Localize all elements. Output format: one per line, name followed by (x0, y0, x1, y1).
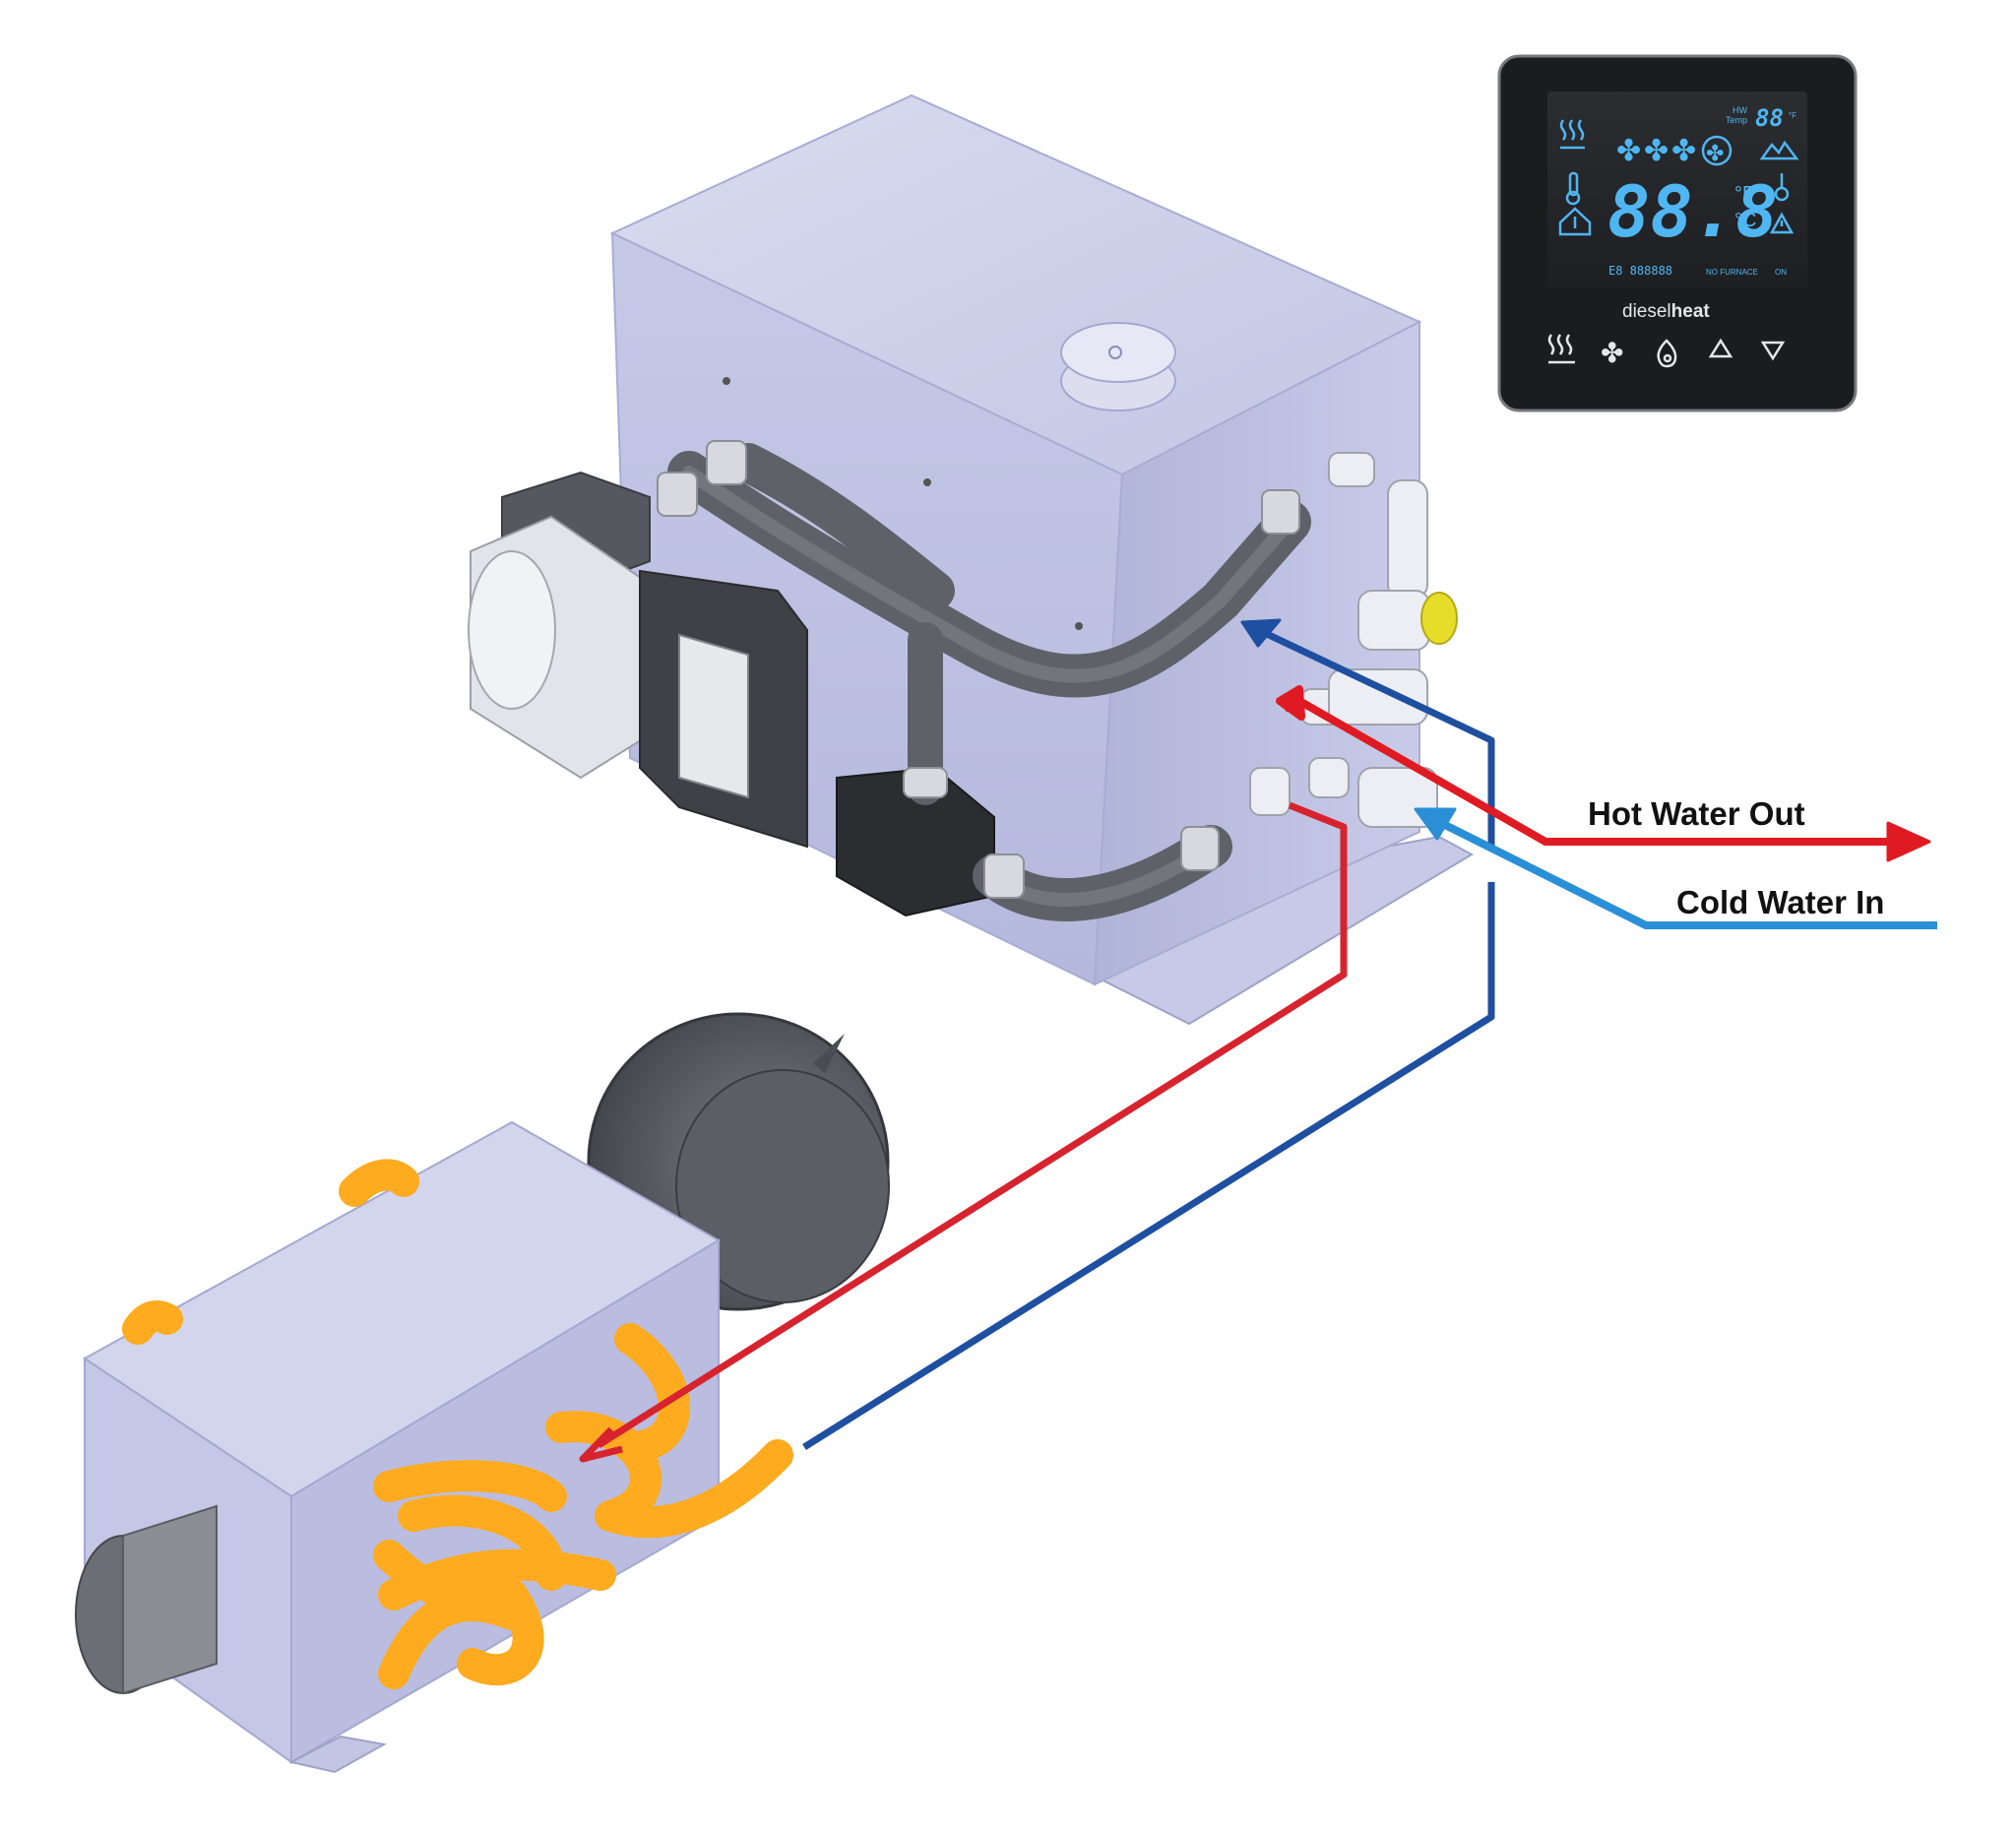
yellow-valve-cap (1420, 592, 1458, 645)
grey-hoses (667, 443, 1311, 921)
fan-circle-icon: ✤ (1701, 135, 1732, 166)
svg-text:✤: ✤ (1671, 135, 1696, 167)
temp-label: Temp (1726, 115, 1747, 125)
flame-button[interactable] (1657, 339, 1677, 368)
house-icon (1558, 207, 1592, 236)
down-arrow-button[interactable] (1760, 341, 1786, 361)
hot-water-out-line (1276, 685, 1931, 862)
small-temp-units: °F (1789, 111, 1796, 120)
hose-clamps (657, 440, 1300, 899)
on-indicator: ON (1775, 268, 1787, 277)
small-temp-digits: 88 (1755, 104, 1784, 132)
heat-icon (1559, 119, 1585, 150)
hw-label: HW (1732, 105, 1747, 115)
hot-water-out-label: Hot Water Out (1588, 795, 1805, 832)
up-arrow-button[interactable] (1708, 338, 1733, 358)
heat-exchanger-box (75, 1120, 721, 1774)
unit-celsius: °C (1734, 210, 1756, 231)
svg-text:✤: ✤ (1616, 135, 1641, 167)
hot-water-supply-line (579, 801, 1348, 1463)
cold-water-in-label: Cold Water In (1676, 884, 1884, 920)
unit-fahrenheit: °F (1734, 183, 1754, 205)
cold-water-in-line (1414, 807, 1937, 929)
heat-button[interactable] (1547, 334, 1575, 364)
fan-icon: ✤ ✤ ✤ (1616, 135, 1696, 167)
svg-text:✤: ✤ (1644, 135, 1669, 167)
big-temp-digits: 88.8 (1607, 170, 1778, 253)
error-code: E8 888888 (1608, 264, 1672, 278)
controller-panel: HW Temp 88 °F ✤ ✤ ✤ ✤ (1497, 54, 1858, 412)
svg-text:✤: ✤ (1706, 141, 1724, 165)
thermometer-icon (1565, 171, 1581, 206)
diesel-heater-unit (468, 471, 995, 917)
orange-coils (122, 1159, 793, 1689)
brand-logo: dieselheat (1622, 301, 1710, 322)
svg-text:✤: ✤ (1601, 338, 1623, 368)
fan-button[interactable]: ✤ (1601, 338, 1623, 368)
probe-icon (1774, 173, 1790, 202)
lcd-screen (1547, 92, 1807, 288)
status-text: NO FURNACE (1706, 268, 1758, 277)
mountain-icon (1759, 140, 1799, 160)
warning-icon (1769, 212, 1795, 234)
